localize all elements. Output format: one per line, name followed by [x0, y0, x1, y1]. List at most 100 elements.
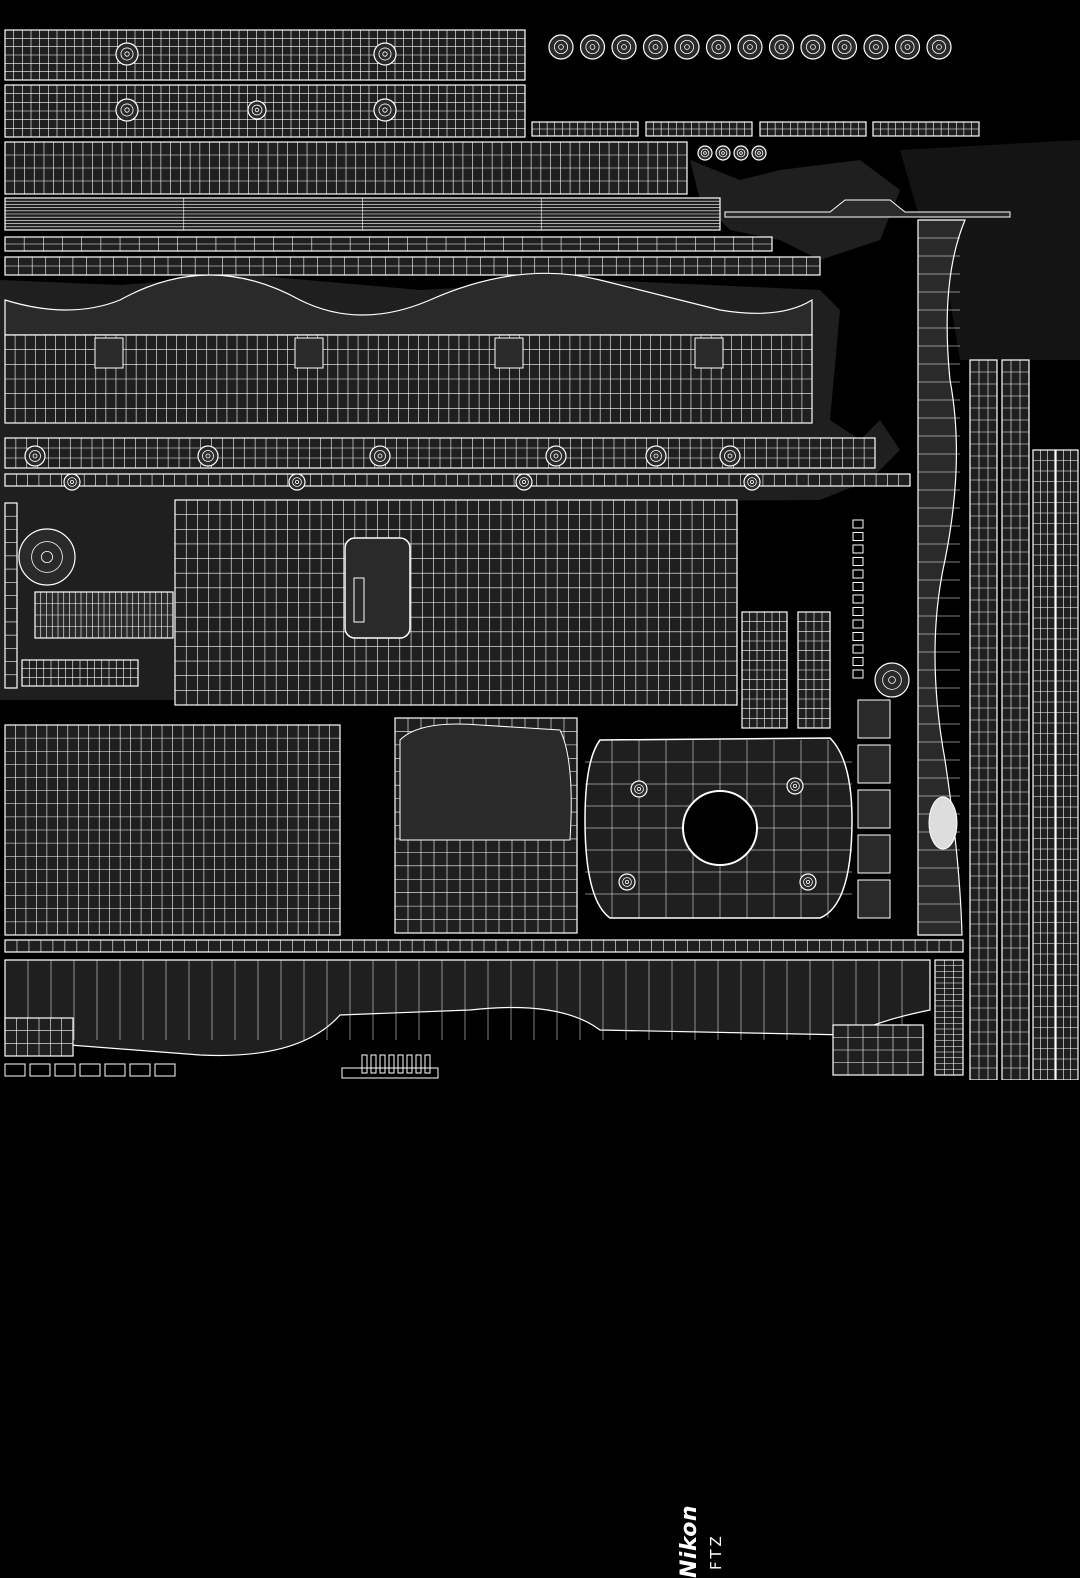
uv-notch-2 — [294, 337, 324, 369]
uv-thin-rail-screw-3 — [515, 473, 533, 491]
uv-rail-screw-5 — [645, 445, 667, 467]
uv-rivet-13 — [926, 34, 952, 60]
uv-rivet-9-inner — [806, 40, 821, 55]
uv-thin-rail-screw-2-inner — [292, 477, 302, 487]
uv-bottom-tab-2 — [29, 1063, 51, 1077]
uv-ribbed-ring — [34, 591, 174, 639]
uv-bottom-tab-6 — [129, 1063, 151, 1077]
uv-bottom-tooth-5 — [397, 1054, 404, 1074]
uv-rivet-8-core — [778, 44, 785, 50]
uv-foot-1 — [857, 699, 891, 739]
nikon-ftz-logo: Nikon FTZ — [335, 748, 725, 1578]
uv-vertical-strip-4 — [1055, 449, 1079, 1081]
uv-rivet-2 — [579, 34, 606, 60]
uv-vertical-strip-2 — [1001, 359, 1030, 1081]
uv-tiny-tab-2 — [852, 532, 864, 541]
model-label: FTZ — [707, 1533, 725, 1570]
uv-rivet-13-inner — [932, 40, 947, 55]
uv-rail-screw-4-inner — [550, 450, 562, 462]
uv-lens-ring-core — [41, 551, 54, 564]
uv-rivet-12-core — [904, 44, 911, 50]
uv-main-body — [174, 499, 738, 706]
uv-bottom-tooth-6 — [406, 1054, 413, 1074]
uv-pin-4 — [751, 145, 767, 161]
uv-bottom-bar — [341, 1067, 439, 1079]
uv-screw-5 — [373, 98, 397, 122]
uv-rivet-4-core — [652, 44, 659, 50]
uv-small-grid-1 — [741, 611, 788, 729]
uv-lens-ring-inner — [31, 541, 63, 573]
uv-tiny-tab-13 — [852, 669, 864, 679]
uv-rivet-3-core — [621, 44, 627, 50]
uv-rivet-8-inner — [774, 40, 789, 55]
uv-bottom-tooth-3 — [379, 1054, 386, 1074]
uv-pin-2-core — [721, 151, 725, 155]
uv-mount-screw-4-core — [806, 880, 811, 885]
uv-rivet-2-core — [589, 44, 596, 50]
uv-lens-highlight — [928, 796, 958, 850]
uv-band-1 — [4, 141, 688, 195]
uv-bottom-tab-1 — [4, 1063, 26, 1077]
uv-thin-rail-screw-1-core — [70, 479, 75, 484]
uv-rail-screw-2 — [197, 445, 219, 467]
uv-knob-core — [888, 676, 896, 684]
uv-pin-1 — [697, 145, 713, 161]
uv-rivet-4 — [642, 34, 669, 60]
brand-label: Nikon — [677, 1504, 702, 1578]
uv-mount-bore — [682, 790, 758, 866]
uv-rivet-10-core — [841, 44, 848, 50]
uv-tiny-tab-1 — [852, 519, 864, 529]
uv-window-frame — [344, 537, 411, 639]
uv-wavy-column — [917, 219, 966, 936]
uv-grip-curve — [399, 723, 572, 841]
uv-rivet-11-core — [873, 44, 879, 50]
uv-screw-3-core — [124, 107, 130, 113]
uv-rail-screw-4-core — [553, 453, 559, 459]
uv-screw-1-core — [124, 51, 130, 57]
uv-knob-inner — [882, 670, 902, 690]
uv-thin-rail-screw-2-core — [294, 479, 299, 484]
uv-pin-1-core — [703, 151, 707, 155]
uv-screw-3 — [115, 98, 139, 122]
uv-foot-4 — [857, 834, 891, 874]
uv-rivet-2-inner — [585, 40, 600, 55]
uv-tiny-tab-7 — [852, 594, 864, 604]
uv-mount-screw-4 — [799, 873, 817, 891]
uv-notch-3 — [494, 337, 524, 369]
uv-wave-panel — [4, 272, 813, 336]
uv-rivet-9-core — [810, 44, 816, 50]
uv-rivet-7 — [737, 34, 763, 60]
uv-rivet-3 — [611, 34, 637, 60]
uv-tiny-tab-8 — [852, 607, 864, 616]
uv-tiny-tab-5 — [852, 569, 864, 579]
uv-rail-screw-2-inner — [202, 450, 214, 462]
uv-rivet-11 — [863, 34, 889, 60]
uv-screw-4-inner — [251, 104, 263, 116]
uv-rivet-10-inner — [837, 40, 852, 55]
uv-thin-rail-screw-4-inner — [747, 477, 757, 487]
uv-thin-rail-screw-2 — [288, 473, 306, 491]
uv-screw-4 — [247, 100, 267, 120]
uv-rivet-7-core — [747, 44, 753, 50]
uv-screw-rail — [4, 437, 876, 469]
uv-rivet-13-core — [936, 44, 942, 50]
uv-mount-screw-2 — [786, 777, 804, 795]
uv-bottom-block — [832, 1024, 924, 1076]
uv-tab-strip-2 — [645, 121, 753, 137]
uv-pin-3 — [733, 145, 749, 161]
uv-grip-strip — [21, 659, 139, 687]
uv-mount-screw-1 — [630, 780, 648, 798]
uv-bottom-tooth-1 — [361, 1054, 368, 1074]
uv-rivet-1-inner — [554, 40, 569, 55]
uv-rail-screw-6-inner — [724, 450, 736, 462]
uv-thin-rail-screw-1-inner — [67, 477, 77, 487]
uv-band-2 — [4, 197, 721, 231]
uv-tab-strip-4 — [872, 121, 980, 137]
uv-notch-1 — [94, 337, 124, 369]
uv-pin-4-core — [757, 151, 761, 155]
uv-mount-screw-3-inner — [622, 877, 632, 887]
uv-rail-screw-1-inner — [29, 450, 41, 462]
uv-tiny-tab-3 — [852, 544, 864, 554]
uv-tiny-tab-6 — [852, 582, 864, 591]
uv-pin-3-inner — [736, 148, 746, 158]
